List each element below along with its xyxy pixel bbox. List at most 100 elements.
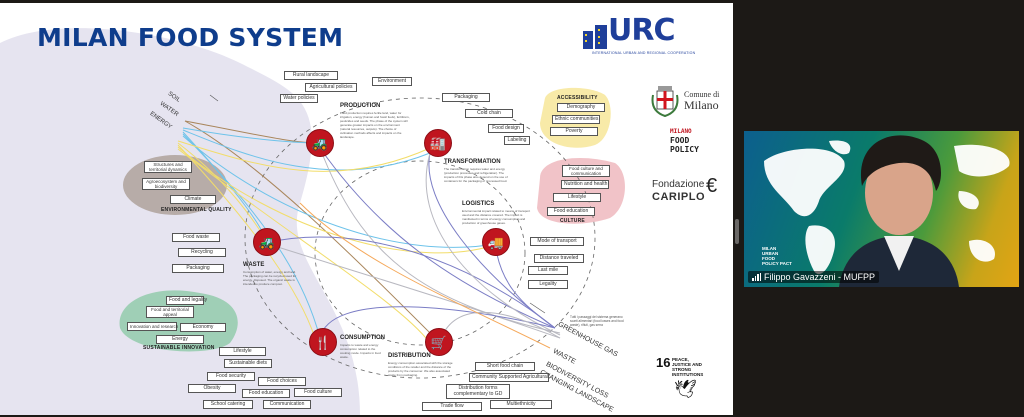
- transformation-node: 🏭: [424, 129, 452, 157]
- box-water-policies: Water policies: [280, 94, 318, 103]
- participant-video-tile[interactable]: MILAN URBAN FOOD POLICY PACT Filippo Gav…: [744, 131, 1019, 287]
- waste-description: Consumption of water, energy and land. T…: [243, 270, 297, 286]
- environmental-quality-label: ENVIRONMENTAL QUALITY: [161, 207, 232, 213]
- distribution-node: 🛒: [425, 328, 453, 356]
- production-description: Food production requires fertile land, w…: [340, 111, 410, 139]
- waste-node: 🚜: [253, 228, 281, 256]
- urc-buildings-icon: [583, 25, 607, 49]
- cariplo-symbol-icon: €: [706, 175, 718, 197]
- distribution-description: Energy consumption associated with the s…: [388, 361, 453, 377]
- box-demography: Demography: [557, 103, 605, 112]
- box-agroecosystem-biodiversity: Agroecosystem and biodiversity: [142, 178, 190, 190]
- box-food-territorial-appeal: Food and territorial appeal: [146, 306, 194, 318]
- logistics-label: LOGISTICS: [462, 201, 495, 207]
- participant-name: Filippo Gavazzeni - MUFPP: [764, 272, 876, 282]
- cutlery-icon: 🍴: [314, 334, 332, 350]
- sustainable-innovation-label: SUSTAINABLE INNOVATION: [143, 345, 215, 351]
- box-legality: Legality: [528, 280, 568, 289]
- sustainable-innovation-blob: [119, 290, 238, 352]
- waste-label: WASTE: [243, 262, 265, 268]
- box-food-education: Food education: [242, 389, 290, 398]
- box-food-and-legality: Food and legality: [166, 296, 207, 305]
- milano-food-policy-logo: MILANO FOOD POLICY: [670, 127, 699, 154]
- truck-icon: 🚚: [487, 234, 505, 250]
- box-labeling: Labeling: [504, 136, 530, 145]
- lavender-blob: [0, 28, 360, 415]
- dove-gavel-icon: 🕊: [674, 379, 697, 399]
- box-sustainable-diets: Sustainable diets: [224, 359, 272, 368]
- box-energy: Energy: [156, 335, 204, 344]
- box-recycling: Recycling: [178, 248, 226, 257]
- comune-big-text: Milano: [684, 98, 719, 112]
- box-school-catering: School catering: [203, 400, 253, 409]
- box-distance-traveled: Distance traveled: [534, 254, 584, 263]
- box-multiethnicity: Multiethnicity: [490, 400, 552, 409]
- box-structures-territorial-dynamics: Structures and territorial dynamics: [144, 161, 192, 173]
- transformation-label: TRANSFORMATION: [444, 159, 501, 165]
- food-policy-food-text: FOOD: [670, 136, 690, 145]
- box-innovation-research: Innovation and research: [127, 322, 178, 331]
- logistics-description: Environmental impact related to means of…: [462, 209, 531, 225]
- food-policy-policy-text: POLICY: [670, 145, 699, 154]
- food-policy-milano-text: MILANO: [670, 128, 692, 135]
- cariplo-fondazione-text: Fondazione: [652, 179, 705, 190]
- comune-small-text: Comune di: [684, 90, 720, 99]
- distribution-label: DISTRIBUTION: [388, 353, 431, 359]
- box-lifestyle: Lifestyle: [219, 347, 266, 356]
- box-community-supported-agricultural: Community Supported Agricultural: [469, 373, 549, 382]
- box-packaging-waste: Packaging: [172, 264, 224, 273]
- box-food-security: Food security: [207, 372, 255, 381]
- accessibility-label: ACCESSIBILITY: [557, 95, 598, 101]
- box-communication: Communication: [263, 400, 311, 409]
- shared-slide: MILAN FOOD SYSTEM SOIL WATER ENERGY GREE…: [0, 3, 733, 415]
- box-food-choices: Food choices: [258, 377, 306, 386]
- slide-title: MILAN FOOD SYSTEM: [37, 23, 344, 52]
- box-agricultural-policies: Agricultural policies: [305, 83, 357, 92]
- box-cold-chain: Cold chain: [465, 109, 513, 118]
- box-food-waste: Food waste: [172, 233, 220, 242]
- production-node: 🚜: [306, 129, 334, 157]
- box-mode-of-transport: Mode of transport: [530, 237, 584, 246]
- box-lifestyle-culture: Lifestyle: [553, 193, 601, 202]
- box-rural-landscape: Rural landscape: [284, 71, 338, 80]
- logistics-node: 🚚: [482, 228, 510, 256]
- slide-scrollbar[interactable]: [735, 219, 739, 244]
- culture-label: CULTURE: [560, 218, 585, 224]
- box-packaging-transformation: Packaging: [442, 93, 490, 102]
- box-last-mile: Last mile: [528, 266, 568, 275]
- signal-strength-icon: [752, 273, 761, 281]
- factory-icon: 🏭: [429, 135, 447, 151]
- consumption-label: CONSUMPTION: [340, 335, 385, 341]
- cart-icon: 🛒: [430, 334, 448, 350]
- urc-logo-text: URC: [608, 13, 675, 48]
- comune-milano-logo-text: Comune di Milano: [684, 89, 719, 111]
- box-poverty: Poverty: [550, 127, 598, 136]
- fondazione-cariplo-logo: Fondazione CARIPLO: [652, 179, 705, 204]
- world-map-background: [764, 135, 1010, 287]
- box-environment: Environment: [372, 77, 412, 86]
- box-economy: Economy: [180, 323, 226, 332]
- box-food-culture-communication: Food culture and communication: [562, 165, 610, 177]
- urc-logo-subtitle: INTERNATIONAL URBAN AND REGIONAL COOPERA…: [592, 51, 696, 55]
- tractor-icon: 🚜: [258, 234, 276, 250]
- box-distribution-forms: Distribution forms complementary to GD: [446, 384, 510, 399]
- box-trade-flow: Trade flow: [422, 402, 482, 411]
- box-obesity: Obesity: [188, 384, 236, 393]
- box-climate: Climate: [170, 195, 216, 204]
- mufpp-background-logo: MILAN URBAN FOOD POLICY PACT: [762, 246, 792, 266]
- box-food-culture: Food culture: [294, 388, 342, 397]
- box-food-design: Food design: [488, 124, 524, 133]
- sdg-title: PEACE, JUSTICE AND STRONG INSTITUTIONS: [672, 357, 704, 377]
- cariplo-name-text: CARIPLO: [652, 191, 705, 203]
- participant-name-label: Filippo Gavazzeni - MUFPP: [748, 271, 880, 283]
- tractor-icon: 🚜: [311, 135, 329, 151]
- comune-milano-crest-icon: [651, 86, 679, 117]
- box-food-education-culture: Food education: [547, 207, 595, 216]
- transformation-description: The transformation requires water and en…: [444, 167, 508, 183]
- production-label: PRODUCTION: [340, 103, 381, 109]
- box-ethnic-communities: Ethnic communities: [552, 115, 600, 124]
- sdg-16-badge: 16 PEACE, JUSTICE AND STRONG INSTITUTION…: [654, 355, 710, 411]
- consumption-description: Impacts to waste and energy consumption …: [340, 343, 381, 359]
- consumption-node: 🍴: [309, 328, 337, 356]
- sdg-number: 16: [656, 355, 671, 370]
